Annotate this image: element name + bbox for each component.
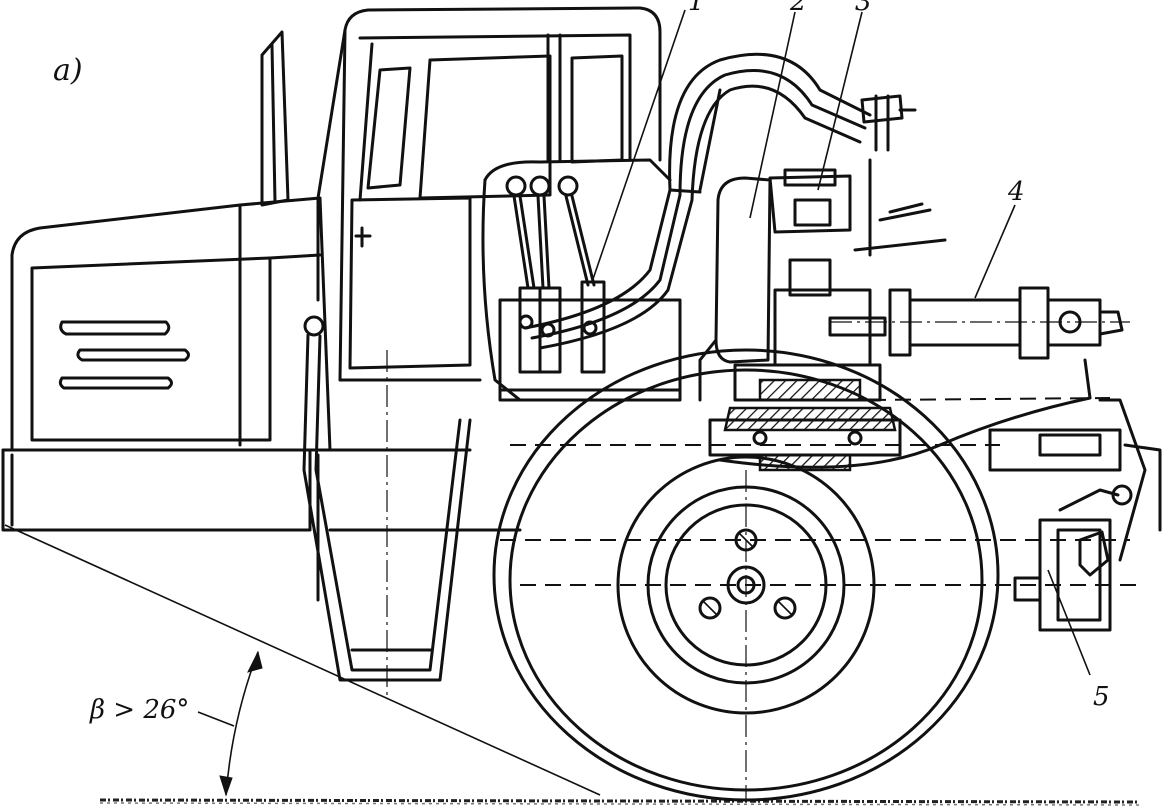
callout-leader-5 [1047, 569, 1091, 676]
cab-window-right [570, 54, 624, 164]
callout-leader-3 [817, 11, 863, 191]
angle-leader-line [197, 711, 235, 727]
drive-coupling [708, 406, 902, 472]
pto-shaft [828, 286, 1130, 360]
door-handle [354, 226, 372, 248]
wheel-bolt [773, 596, 797, 620]
callout-leader-1 [591, 9, 686, 283]
rear-frame [988, 398, 1162, 562]
rear-hitch-unit [1013, 488, 1120, 632]
control-levers [505, 175, 596, 290]
hood-vent-slot [76, 348, 190, 362]
callout-leader-2 [749, 11, 796, 219]
cab [316, 6, 662, 382]
callout-leader-4 [974, 204, 1016, 299]
hydraulic-distributor [498, 280, 682, 402]
cab-window-center [418, 54, 552, 200]
exhaust-pipe [260, 30, 290, 207]
dashed-reference-line [869, 397, 1111, 401]
hood-vent-slot [58, 376, 173, 390]
control-valve [768, 94, 947, 257]
callout-5: 5 [1093, 682, 1110, 712]
approach-angle-line [4, 524, 601, 796]
angle-arc [219, 650, 263, 797]
cab-window-left [366, 66, 412, 190]
wheel-bolt [698, 596, 722, 620]
handrail-step [302, 315, 472, 682]
cab-door [348, 196, 472, 370]
pump-housing [733, 258, 882, 402]
angle-label: β > 26° [89, 695, 189, 725]
callout-4: 4 [1007, 177, 1025, 207]
panel-label: a) [53, 53, 83, 88]
callout-2: 2 [789, 0, 807, 17]
engine-hood [10, 196, 332, 452]
hydraulic-tank [714, 176, 772, 364]
hood-vent-slot [59, 320, 171, 336]
callout-1: 1 [688, 0, 705, 17]
ground-line [99, 798, 1141, 806]
callout-3: 3 [855, 0, 872, 17]
